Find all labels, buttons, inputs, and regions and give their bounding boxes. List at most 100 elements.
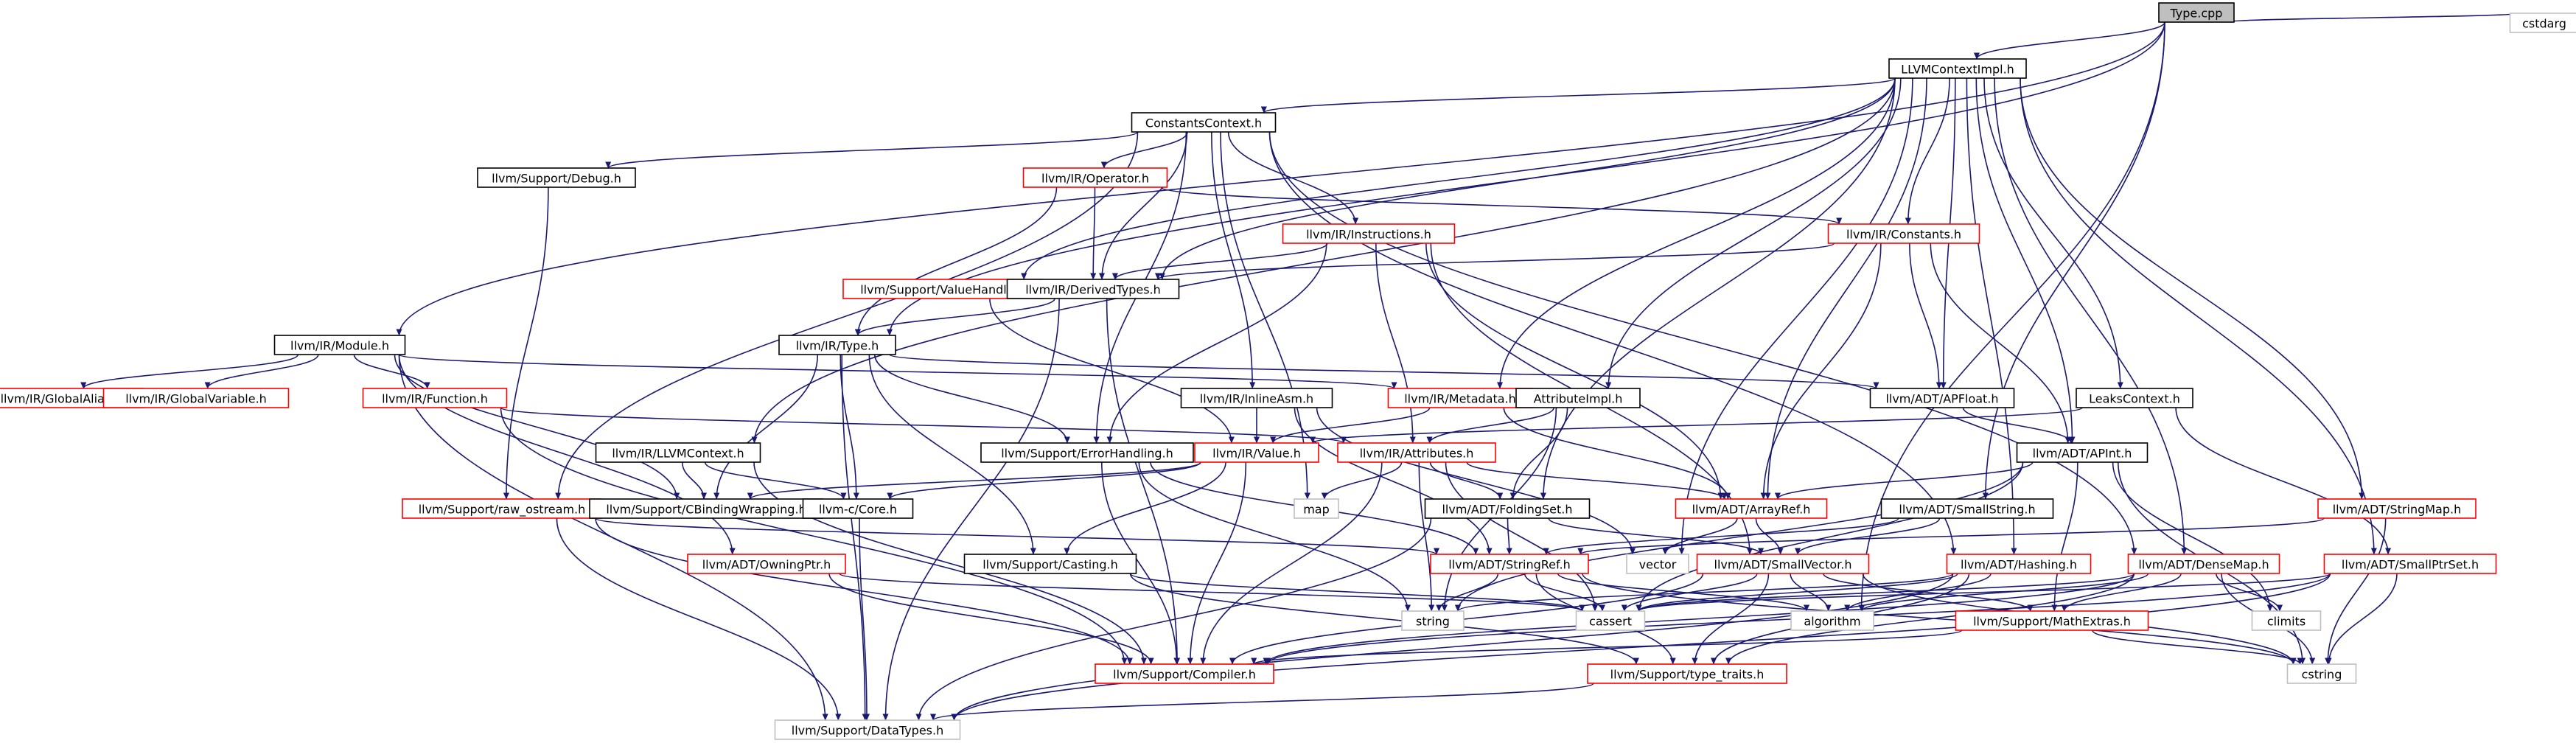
edge-ir-attributes-to-support-compiler — [1200, 461, 1383, 665]
node-llvmcontextimpl[interactable]: LLVMContextImpl.h — [1888, 58, 2027, 79]
node-label: llvm/ADT/FoldingSet.h — [1442, 503, 1572, 517]
edge-ir-attributes-to-adt-foldingset — [1429, 461, 1504, 500]
node-box — [2251, 610, 2322, 631]
node-support-mathextras[interactable]: llvm/Support/MathExtras.h — [1955, 610, 2149, 631]
edge-ir-constants-to-adt-apint — [1930, 243, 2071, 444]
node-label: llvm/IR/Instructions.h — [1306, 228, 1431, 242]
node-climits: climits — [2251, 610, 2322, 631]
node-label: llvm-c/Core.h — [819, 503, 897, 517]
edge-ir-value-to-support-casting — [1064, 461, 1226, 555]
node-label: llvm/Support/DataTypes.h — [792, 724, 944, 738]
node-label: llvm/Support/ValueHandle.h — [860, 283, 1025, 297]
node-ir-type[interactable]: llvm/IR/Type.h — [778, 335, 896, 355]
node-label: cassert — [1589, 615, 1632, 629]
node-label: algorithm — [1804, 615, 1860, 629]
node-adt-apint[interactable]: llvm/ADT/APInt.h — [2016, 442, 2149, 463]
node-box — [1626, 554, 1689, 574]
edge-llvmcontextimpl-to-ir-derivedtypes — [1159, 77, 1896, 280]
edge-ir-module-to-ir-metadata — [398, 354, 1397, 389]
node-ir-inlineasm[interactable]: llvm/IR/InlineAsm.h — [1180, 388, 1333, 408]
node-box — [1587, 663, 1787, 684]
edge-support-type-traits-to-support-datatypes — [930, 683, 1594, 721]
edge-ir-value-to-support-cbindingwrapping — [747, 461, 1201, 500]
edge-ir-constants-to-adt-arrayref — [1760, 243, 1882, 500]
edge-ir-llvmcontext-to-llvm-c-core — [704, 461, 847, 500]
node-ir-instructions[interactable]: llvm/IR/Instructions.h — [1282, 223, 1456, 244]
edge-adt-arrayref-to-adt-smallvector — [1755, 517, 1784, 555]
node-support-errorhandling[interactable]: llvm/Support/ErrorHandling.h — [980, 442, 1194, 463]
node-box — [2158, 2, 2235, 23]
node-ir-value[interactable]: llvm/IR/Value.h — [1194, 442, 1319, 463]
node-adt-hashing[interactable]: llvm/ADT/Hashing.h — [1946, 554, 2092, 574]
node-support-raw-ostream[interactable]: llvm/Support/raw_ostream.h — [402, 498, 602, 519]
node-support-type-traits[interactable]: llvm/Support/type_traits.h — [1587, 663, 1787, 684]
node-ir-attributes[interactable]: llvm/IR/Attributes.h — [1337, 442, 1496, 463]
edge-support-raw-ostream-to-adt-stringref — [595, 517, 1439, 555]
node-label: llvm/IR/Type.h — [796, 339, 879, 353]
edge-llvmcontextimpl-to-adt-stringmap — [2020, 77, 2365, 500]
node-adt-foldingset[interactable]: llvm/ADT/FoldingSet.h — [1424, 498, 1591, 519]
node-ir-llvmcontext[interactable]: llvm/IR/LLVMContext.h — [595, 442, 761, 463]
node-label: llvm/Support/Debug.h — [492, 172, 621, 186]
node-constantscontext[interactable]: ConstantsContext.h — [1131, 112, 1277, 133]
edge-ir-value-to-llvm-c-core — [887, 461, 1201, 500]
edge-llvmcontextimpl-to-constantscontext — [1261, 77, 1896, 114]
node-type-cpp[interactable]: Type.cpp — [2158, 2, 2235, 23]
node-support-debug[interactable]: llvm/Support/Debug.h — [477, 167, 636, 188]
node-label: string — [1416, 615, 1450, 629]
node-ir-function[interactable]: llvm/IR/Function.h — [362, 388, 508, 408]
node-adt-densemap[interactable]: llvm/ADT/DenseMap.h — [2127, 554, 2280, 574]
node-vector: vector — [1626, 554, 1689, 574]
edge-adt-stringmap-to-adt-stringref — [1577, 517, 2325, 555]
node-label: llvm/Support/MathExtras.h — [1973, 615, 2131, 629]
node-support-compiler[interactable]: llvm/Support/Compiler.h — [1095, 663, 1274, 684]
node-llvm-c-core[interactable]: llvm-c/Core.h — [802, 498, 914, 519]
node-adt-smallvector[interactable]: llvm/ADT/SmallVector.h — [1696, 554, 1870, 574]
node-adt-stringmap[interactable]: llvm/ADT/StringMap.h — [2317, 498, 2476, 519]
node-ir-operator[interactable]: llvm/IR/Operator.h — [1022, 167, 1168, 188]
node-box — [1575, 610, 1646, 631]
node-box — [774, 719, 961, 740]
node-adt-stringref[interactable]: llvm/ADT/StringRef.h — [1430, 554, 1589, 574]
edge-type-cpp-to-algorithm — [1858, 21, 2165, 612]
node-adt-smallstring[interactable]: llvm/ADT/SmallString.h — [1880, 498, 2054, 519]
edge-adt-hashing-to-algorithm — [1844, 573, 1992, 612]
node-box — [2127, 554, 2280, 574]
node-ir-module[interactable]: llvm/IR/Module.h — [273, 335, 406, 355]
node-ir-globalvariable[interactable]: llvm/IR/GlobalVariable.h — [102, 388, 290, 408]
node-support-casting[interactable]: llvm/Support/Casting.h — [963, 554, 1137, 574]
edge-llvmcontextimpl-to-leakscontext — [1983, 77, 2123, 389]
node-cassert: cassert — [1575, 610, 1646, 631]
edge-support-mathextras-to-support-compiler — [1251, 629, 1963, 665]
edge-ir-type-to-llvm-c-core — [840, 354, 859, 500]
edge-adt-apint-to-string — [1455, 461, 2024, 612]
node-box — [1424, 498, 1591, 519]
node-adt-apfloat[interactable]: llvm/ADT/APFloat.h — [1869, 388, 2015, 408]
node-box — [477, 167, 636, 188]
node-label: llvm/Support/Compiler.h — [1113, 668, 1256, 682]
node-label: vector — [1639, 558, 1677, 572]
node-adt-arrayref[interactable]: llvm/ADT/ArrayRef.h — [1675, 498, 1828, 519]
node-cstring: cstring — [2286, 663, 2357, 684]
node-box — [2286, 663, 2357, 684]
node-box — [273, 335, 406, 355]
edge-ir-attributes-to-adt-arrayref — [1466, 461, 1728, 500]
node-label: LLVMContextImpl.h — [1901, 63, 2014, 77]
edge-adt-stringmap-to-cstring — [2325, 517, 2387, 665]
node-label: llvm/IR/Value.h — [1212, 447, 1301, 461]
node-ir-metadata[interactable]: llvm/IR/Metadata.h — [1387, 388, 1533, 408]
node-attributeimpl[interactable]: AttributeImpl.h — [1515, 388, 1641, 408]
edge-adt-densemap-to-cassert — [1636, 573, 2135, 612]
node-box — [2317, 498, 2476, 519]
edge-llvmcontextimpl-to-adt-smallptrset — [2020, 77, 2377, 555]
node-map: map — [1294, 498, 1339, 519]
edge-ir-value-to-support-compiler — [1187, 461, 1247, 665]
edge-adt-densemap-to-support-mathextras — [2061, 573, 2182, 612]
node-adt-owningptr[interactable]: llvm/ADT/OwningPtr.h — [687, 554, 846, 574]
edge-support-errorhandling-to-string — [1138, 461, 1411, 612]
node-ir-derivedtypes[interactable]: llvm/IR/DerivedTypes.h — [1006, 279, 1180, 299]
node-support-cbindingwrapping[interactable]: llvm/Support/CBindingWrapping.h — [589, 498, 823, 519]
node-ir-constants[interactable]: llvm/IR/Constants.h — [1827, 223, 1980, 244]
node-leakscontext[interactable]: LeaksContext.h — [2076, 388, 2193, 408]
node-adt-smallptrset[interactable]: llvm/ADT/SmallPtrSet.h — [2323, 554, 2497, 574]
